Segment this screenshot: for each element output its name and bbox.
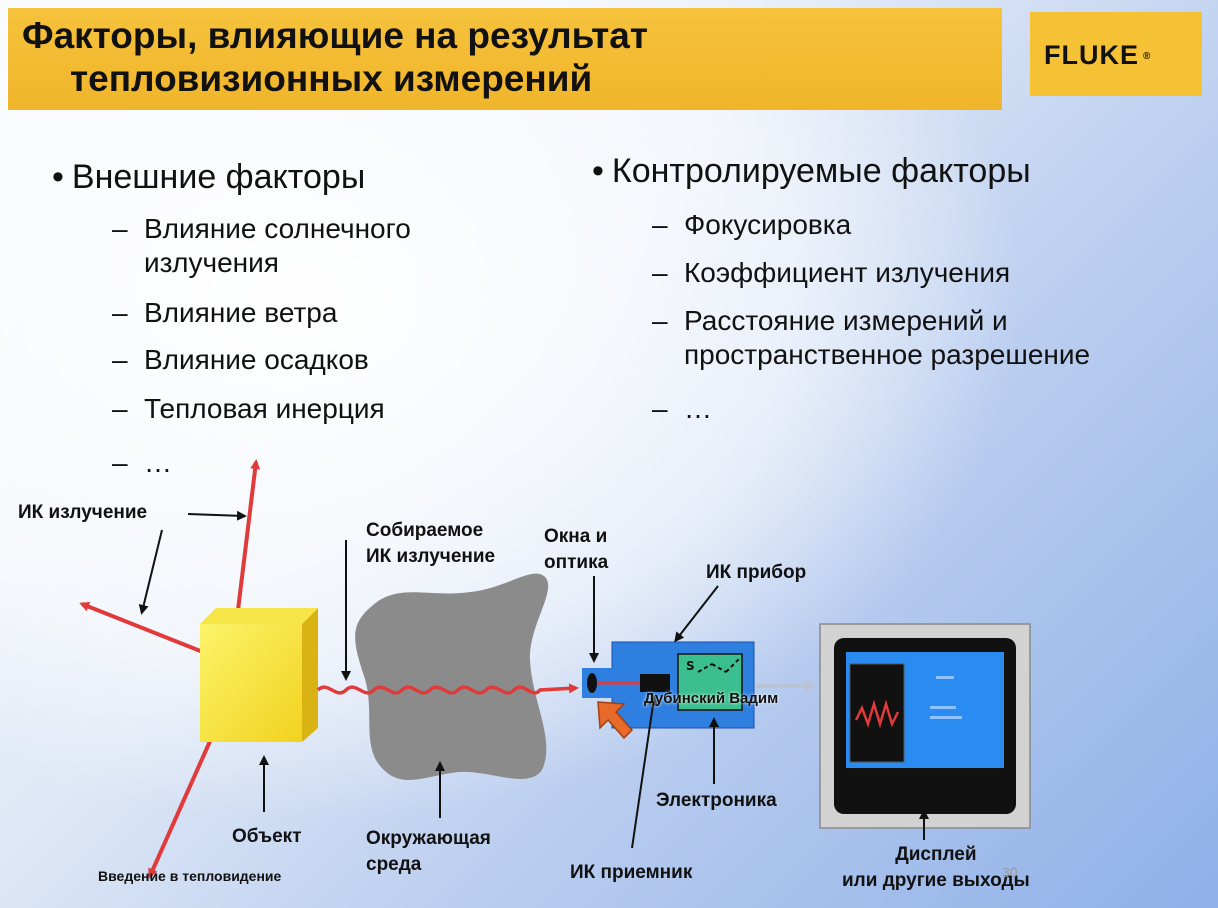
ir-device: S: [582, 641, 755, 729]
label-collected-radiation: Собираемое ИК излучение: [366, 520, 496, 567]
ir-label-arrow: [187, 510, 247, 521]
svg-text:S: S: [686, 659, 695, 673]
environment-blob: [355, 573, 549, 780]
radiation-arrow-up: [236, 459, 261, 611]
label-display: Дисплей или другие выходы: [842, 844, 1030, 891]
right-item-4: –…: [652, 393, 712, 424]
cursor-arrow-icon: [597, 701, 634, 740]
label-ir-radiation: ИК излучение: [18, 502, 148, 523]
logo-text: FLUKE: [1044, 40, 1139, 70]
device-arrow: [674, 585, 719, 643]
ir-wave-path: [316, 683, 579, 695]
radiation-arrow-left: [79, 601, 219, 660]
label-windows-optics: Окна и оптика: [544, 526, 609, 573]
title-bar: [8, 8, 1002, 110]
left-item-4: –Тепловая инерция: [112, 393, 385, 424]
object-cube: [200, 608, 318, 742]
ir-label-arrow-2: [138, 529, 163, 615]
watermark-author: Дубинский Вадим: [644, 690, 779, 707]
slide-title: Факторы, влияющие на результат тепловизи…: [22, 14, 648, 100]
title-line-1: Факторы, влияющие на результат: [22, 15, 648, 56]
label-electronics: Электроника: [656, 790, 777, 811]
receiver-arrow: [631, 695, 658, 849]
label-environment: Окружающая среда: [366, 828, 491, 875]
label-ir-device: ИК прибор: [706, 562, 807, 583]
left-item-1: –Влияние солнечного излучения: [112, 213, 411, 278]
logo-registered-mark: ®: [1143, 51, 1152, 63]
fluke-logo: FLUKE ®: [1030, 12, 1202, 96]
radiation-arrow-down: [148, 729, 217, 879]
right-item-3: –Расстояние измерений и пространственное…: [652, 305, 1091, 370]
left-item-5: –…: [112, 447, 172, 478]
left-item-2: –Влияние ветра: [112, 297, 338, 328]
label-object: Объект: [232, 826, 302, 847]
display-monitor: [819, 623, 1031, 829]
page-number: 30: [1002, 864, 1018, 880]
label-ir-receiver: ИК приемник: [570, 862, 693, 883]
title-line-2: тепловизионных измерений: [70, 58, 593, 99]
left-heading: •Внешние факторы: [52, 158, 366, 196]
right-heading: •Контролируемые факторы: [592, 152, 1031, 190]
right-item-1: –Фокусировка: [652, 209, 852, 240]
footer-note: Введение в тепловидение: [98, 868, 282, 884]
right-item-2: –Коэффициент излучения: [652, 257, 1011, 288]
left-item-3: –Влияние осадков: [112, 344, 369, 375]
